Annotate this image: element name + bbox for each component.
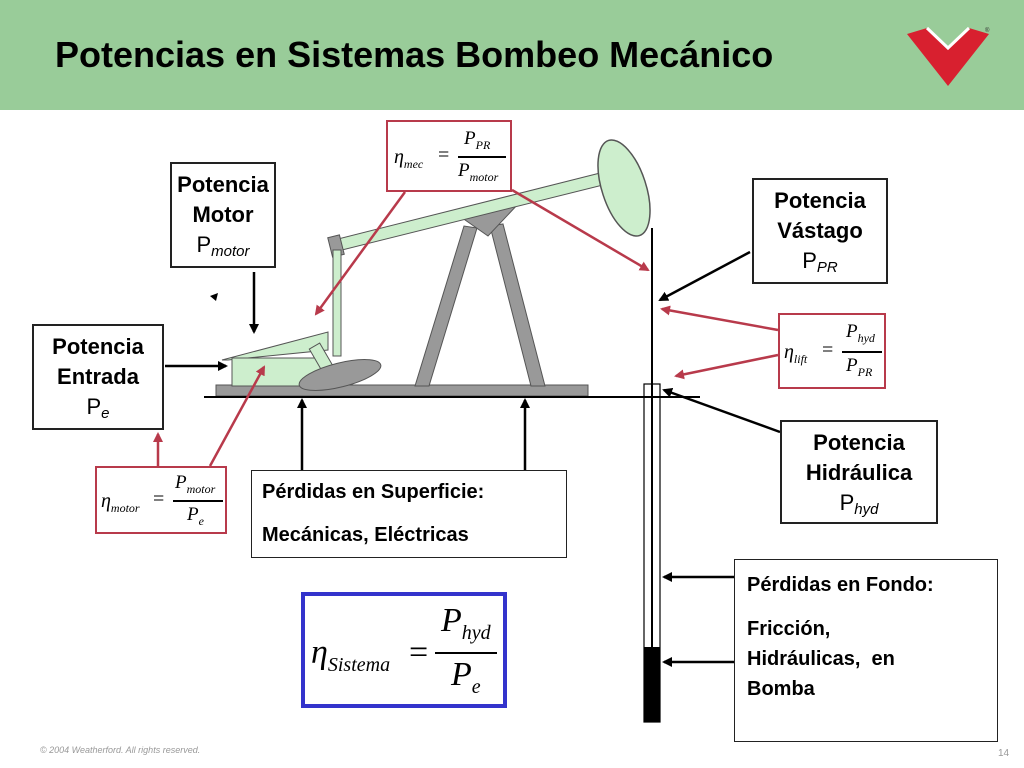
eq-system-num: Phyd [441, 602, 491, 644]
hidraulica-line1: Potencia [813, 430, 905, 455]
eq-motor-num: Pmotor [175, 472, 216, 496]
eq-lift-box: ηlift = Phyd PPR [778, 313, 886, 389]
eq-lift-lhs: ηlift [784, 341, 808, 366]
entrada-line1: Potencia [52, 334, 144, 359]
eq-system-box: ηSistema = Phyd Pe [301, 592, 507, 708]
hidraulica-symbol: Phyd [839, 490, 879, 518]
samson-post-right [489, 223, 546, 387]
svg-text:®: ® [985, 27, 990, 34]
page-title: Potencias en Sistemas Bombeo Mecánico [55, 34, 774, 75]
potencia-hidraulica-box: Potencia Hidráulica Phyd [780, 420, 938, 524]
page-number: 14 [998, 748, 1010, 759]
eq-lift-equals: = [822, 339, 834, 361]
arrow-vastago [658, 250, 751, 302]
eq-mec-box: ηmec = PPR Pmotor [386, 120, 512, 192]
eq-motor-equals: = [153, 488, 165, 510]
gear-reducer-top [221, 331, 329, 361]
surface-losses-title: Pérdidas en Superficie: [262, 481, 485, 503]
motor-line1: Potencia [177, 172, 269, 197]
samson-post-left [414, 225, 478, 387]
motor-symbol: Pmotor [196, 232, 250, 260]
header-bar [0, 0, 1024, 110]
hidraulica-line2: Hidráulica [805, 460, 913, 485]
eq-system-equals: = [409, 634, 429, 671]
downhole-pump [644, 647, 660, 722]
red-arrow-mec-to-rod [511, 188, 650, 272]
vastago-symbol: PPR [802, 248, 838, 276]
red-arrow-lift-to-hyd [674, 353, 779, 380]
vastago-line2: Vástago [777, 218, 863, 243]
base-plate [215, 384, 589, 397]
red-arrow-lift-to-rod [660, 305, 779, 332]
bottom-losses-title: Pérdidas en Fondo: [747, 574, 934, 596]
horsehead [597, 139, 651, 237]
bottom-losses-body-1: Fricción, [747, 618, 831, 640]
eq-system-den: Pe [451, 656, 481, 698]
vastago-line1: Potencia [774, 188, 866, 213]
eq-mec-den: Pmotor [458, 160, 499, 184]
counterweight [298, 359, 382, 391]
eq-motor-box: ηmotor = Pmotor Pe [95, 466, 227, 534]
entrada-symbol: Pe [86, 394, 110, 422]
eq-lift-fraction-bar [842, 351, 882, 353]
potencia-vastago-box: Potencia Vástago PPR [752, 178, 888, 284]
eq-motor-fraction-bar [173, 500, 223, 502]
arrow-hidraulica [662, 388, 781, 434]
pitman-arm [332, 249, 342, 357]
potencia-motor-box: Potencia Motor Pmotor [170, 162, 276, 268]
surface-losses-body: Mecánicas, Eléctricas [262, 524, 469, 546]
eq-mec-lhs: ηmec [394, 146, 424, 171]
eq-mec-equals: = [438, 144, 450, 166]
weatherford-logo-icon: ® [907, 26, 990, 86]
potencia-entrada-box: Potencia Entrada Pe [32, 324, 164, 430]
eq-motor-lhs: ηmotor [101, 490, 140, 515]
bottom-losses-box: Pérdidas en Fondo: Fricción, Hidráulicas… [734, 559, 998, 742]
motor-line2: Motor [192, 202, 254, 227]
bottom-losses-body-3: Bomba [747, 678, 815, 700]
eq-lift-num: Phyd [846, 321, 875, 345]
bottom-losses-body-2: Hidráulicas, en [747, 648, 895, 670]
copyright-notice: © 2004 Weatherford. All rights reserved. [40, 745, 201, 755]
eq-system-lhs: ηSistema [311, 634, 391, 676]
eq-lift-den: PPR [846, 355, 873, 379]
red-arrow-mec-to-motor [314, 191, 407, 316]
eq-system-fraction-bar [435, 652, 497, 654]
small-arrow-mark [210, 293, 218, 301]
eq-mec-fraction-bar [458, 156, 506, 158]
entrada-line2: Entrada [57, 364, 139, 389]
eq-mec-num: PPR [464, 128, 491, 152]
eq-motor-den: Pe [187, 504, 204, 528]
red-arrow-motor-to-gear [208, 365, 266, 467]
surface-losses-box: Pérdidas en Superficie: Mecánicas, Eléct… [251, 470, 567, 558]
